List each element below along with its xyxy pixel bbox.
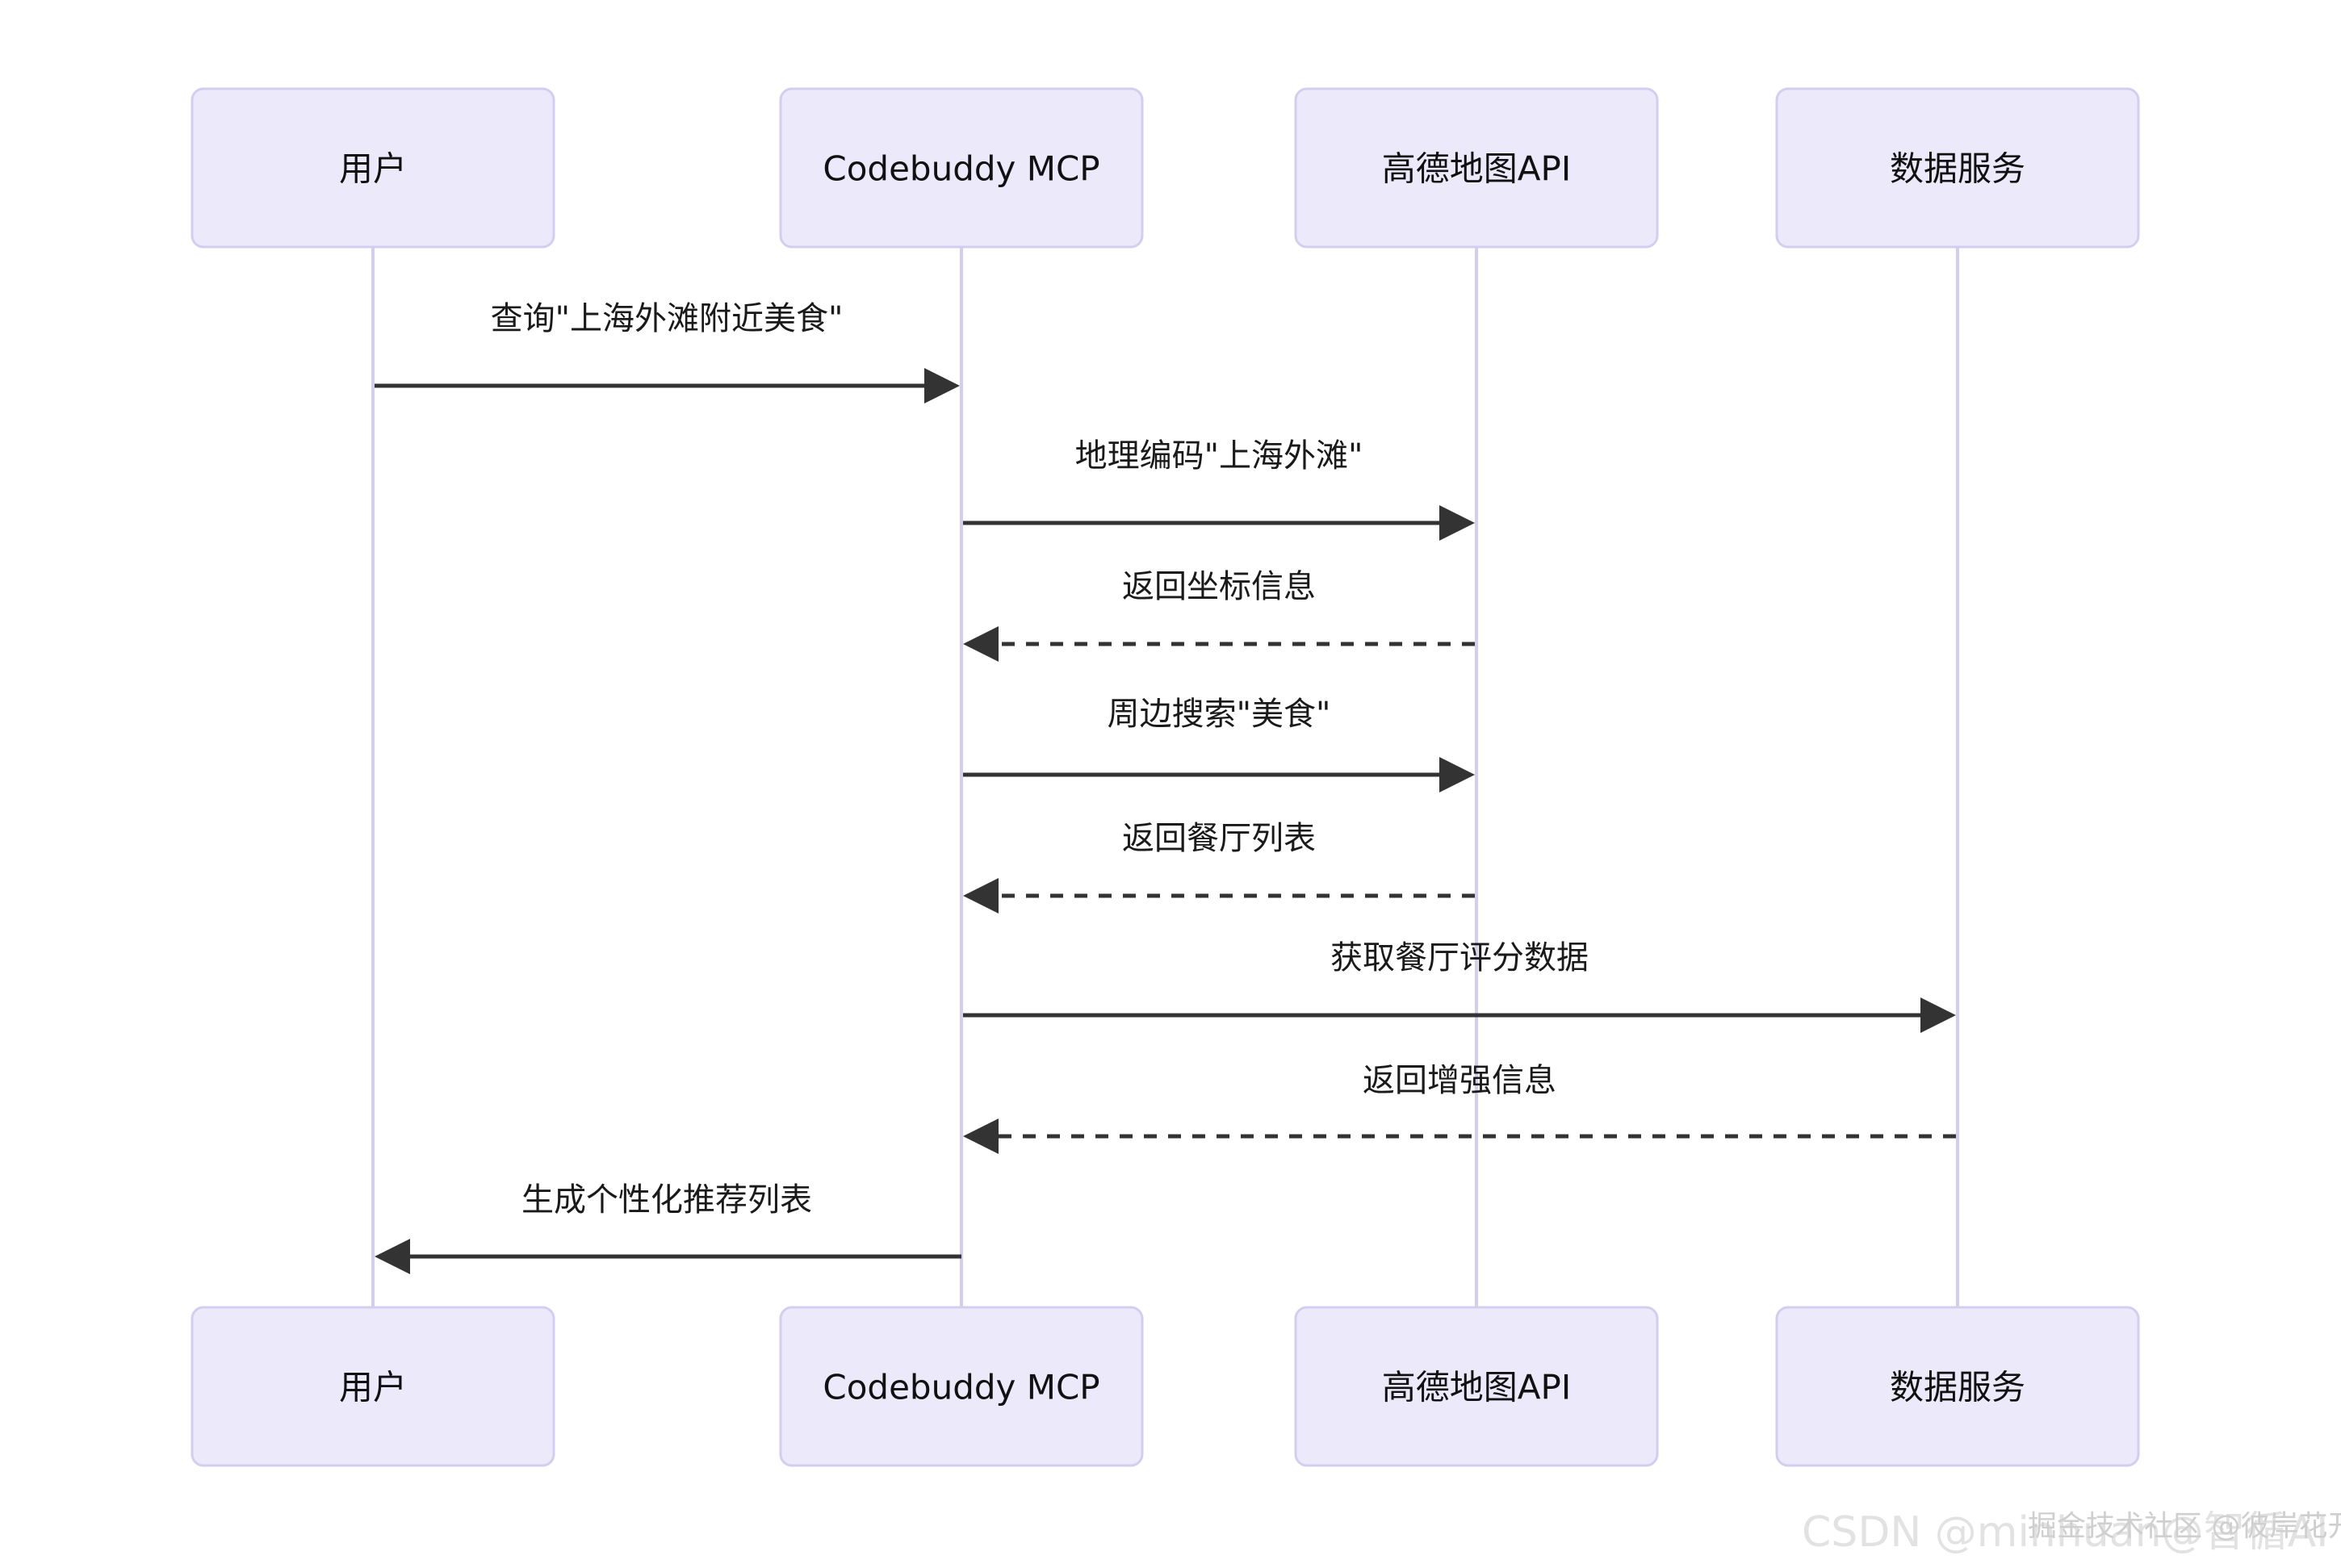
participant-box-amap-bottom[interactable]: 高德地图API bbox=[1294, 1306, 1659, 1467]
participant-rect[interactable] bbox=[779, 87, 1144, 249]
participant-rect[interactable] bbox=[779, 1306, 1144, 1467]
message-arrowhead-7 bbox=[963, 1119, 999, 1154]
message-arrowhead-2 bbox=[1439, 505, 1475, 541]
participant-label-codebuddy-top: Codebuddy MCP bbox=[823, 149, 1099, 189]
message-5[interactable]: 返回餐厅列表 bbox=[963, 820, 1475, 914]
participant-box-codebuddy-bottom[interactable]: Codebuddy MCP bbox=[779, 1306, 1144, 1467]
participant-box-user-bottom[interactable]: 用户 bbox=[191, 1306, 555, 1467]
message-label-3: 返回坐标信息 bbox=[1122, 568, 1316, 605]
participant-box-amap-top[interactable]: 高德地图API bbox=[1294, 87, 1659, 249]
message-label-8: 生成个性化推荐列表 bbox=[521, 1181, 812, 1219]
message-label-5: 返回餐厅列表 bbox=[1122, 820, 1316, 857]
message-2[interactable]: 地理编码"上海外滩" bbox=[963, 437, 1475, 541]
message-1[interactable]: 查询"上海外滩附近美食" bbox=[375, 300, 960, 403]
participant-rect[interactable] bbox=[191, 87, 555, 249]
message-label-4: 周边搜索"美食" bbox=[1108, 696, 1331, 733]
messages-group: 查询"上海外滩附近美食" 地理编码"上海外滩" 返回坐标信息 周边搜索"美食" bbox=[375, 300, 1956, 1274]
message-6[interactable]: 获取餐厅评分数据 bbox=[963, 939, 1956, 1033]
participant-box-user-top[interactable]: 用户 bbox=[191, 87, 555, 249]
message-label-6: 获取餐厅评分数据 bbox=[1330, 939, 1589, 976]
message-arrowhead-1 bbox=[924, 368, 960, 403]
participant-rect[interactable] bbox=[1775, 1306, 2140, 1467]
message-arrowhead-4 bbox=[1439, 757, 1475, 792]
participant-rect[interactable] bbox=[1294, 1306, 1659, 1467]
participant-label-codebuddy-bottom: Codebuddy MCP bbox=[823, 1368, 1099, 1407]
message-arrowhead-6 bbox=[1920, 997, 1956, 1033]
message-label-1: 查询"上海外滩附近美食" bbox=[491, 300, 844, 337]
participant-rect[interactable] bbox=[191, 1306, 555, 1467]
participant-label-dataservice-bottom: 数据服务 bbox=[1890, 1368, 2025, 1407]
participant-box-dataservice-bottom[interactable]: 数据服务 bbox=[1775, 1306, 2140, 1467]
participant-boxes-bottom: 用户 Codebuddy MCP 高德地图API 数据服务 bbox=[191, 1306, 2140, 1467]
participant-label-amap-bottom: 高德地图API bbox=[1382, 1368, 1571, 1407]
message-3[interactable]: 返回坐标信息 bbox=[963, 568, 1475, 662]
participant-boxes-top: 用户 Codebuddy MCP 高德地图API 数据服务 bbox=[191, 87, 2140, 249]
participant-box-codebuddy-top[interactable]: Codebuddy MCP bbox=[779, 87, 1144, 249]
participant-box-dataservice-top[interactable]: 数据服务 bbox=[1775, 87, 2140, 249]
message-arrowhead-5 bbox=[963, 878, 999, 914]
participant-label-amap-top: 高德地图API bbox=[1382, 149, 1571, 189]
message-4[interactable]: 周边搜索"美食" bbox=[963, 696, 1475, 792]
message-label-2: 地理编码"上海外滩" bbox=[1075, 437, 1363, 475]
participant-rect[interactable] bbox=[1775, 87, 2140, 249]
message-arrowhead-3 bbox=[963, 626, 999, 662]
message-arrowhead-8 bbox=[375, 1239, 410, 1274]
participant-label-user-top: 用户 bbox=[339, 149, 407, 189]
message-7[interactable]: 返回增强信息 bbox=[963, 1062, 1956, 1154]
participant-label-user-bottom: 用户 bbox=[339, 1368, 407, 1407]
participant-label-dataservice-top: 数据服务 bbox=[1890, 149, 2025, 189]
message-label-7: 返回增强信息 bbox=[1363, 1062, 1556, 1099]
participant-rect[interactable] bbox=[1294, 87, 1659, 249]
lifelines-group bbox=[371, 246, 1959, 1307]
message-8[interactable]: 生成个性化推荐列表 bbox=[375, 1181, 961, 1274]
